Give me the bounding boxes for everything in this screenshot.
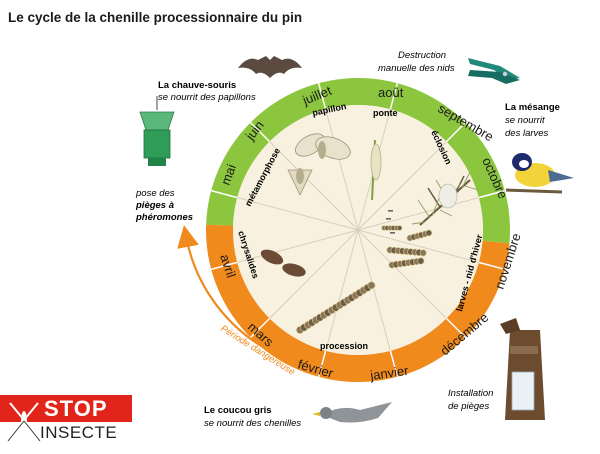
logo-insecte: INSECTE [40,423,118,442]
month-aout: août [378,85,404,100]
caterpillar [296,281,376,334]
month-mai: mai [218,162,239,187]
month-janvier: janvier [368,363,410,383]
caterpillar-segment [419,249,427,257]
caterpillar [381,225,403,231]
note-install-2: de pièges [448,401,489,412]
ring-divider [317,82,327,110]
larva-dash [386,218,391,220]
moth-icon [295,133,351,160]
caterpillar-segment [396,225,403,231]
chrysalis-icon [260,249,306,277]
note-bat-text: se nourrit des papillons [158,92,256,103]
pruning-shears-icon [468,58,520,84]
ring-dividers [210,82,506,378]
caterpillar-segment [367,281,376,290]
ring-orange [206,224,510,383]
spoke [357,229,391,351]
caterpillar [406,229,433,242]
tree-trap-icon [500,318,545,420]
ring-divider [249,317,271,339]
note-install-1: Installation [448,388,493,399]
pheromone-trap-icon [139,96,175,166]
note-bat-title: La chauve-souris [158,80,236,91]
caterpillar [386,246,427,257]
spoke [325,229,359,351]
ring-divider [478,189,506,199]
ring-divider [317,350,327,378]
page-title: Le cycle de la chenille processionnaire … [8,10,303,25]
tit-bird-icon [505,153,574,194]
note-mesange-1: se nourrit [505,115,545,126]
pine-branch-icon [411,171,479,226]
moth-resting-icon [287,168,313,196]
cuckoo-bird-icon [312,402,392,423]
stage-procession: procession [320,341,368,351]
spoke [237,197,359,231]
month-avril: avril [217,252,239,279]
ring-divider [445,317,467,339]
note-pose-1: pose des [135,188,175,199]
spoke [357,141,447,231]
ring-divider [389,350,399,378]
spoke [357,229,447,319]
spoke [325,109,359,231]
spoke [269,229,359,319]
spoke [237,229,359,263]
larva-dash [390,232,395,234]
spoke [269,141,359,231]
note-coucou-title: Le coucou gris [204,405,272,416]
larva-dash [388,210,393,212]
ring-divider [389,82,399,110]
ring-divider [445,121,467,143]
logo-stop: STOP [44,396,108,421]
ring-divider [478,261,506,271]
ring-green [206,78,510,244]
ring-divider [210,261,238,271]
egg-sleeve-icon [370,139,382,201]
note-coucou-text: se nourrit des chenilles [204,418,301,429]
note-mesange-2: des larves [505,128,549,139]
caterpillar-icon [296,210,433,334]
month-spokes [237,109,479,351]
spoke [357,229,479,263]
note-destruction-2: manuelle des nids [378,63,455,74]
mosquito-icon [7,402,41,442]
caterpillar-segment [417,257,425,265]
stop-insecte-logo: STOP INSECTE [0,395,132,447]
month-ring [206,78,510,383]
stage-ponte: ponte [373,108,398,118]
note-pose-2: pièges à [135,200,174,211]
note-destruction-1: Destruction [398,50,446,61]
note-pose-3: phéromones [135,212,193,223]
caterpillar-segment [425,229,433,237]
ring-divider [249,121,271,143]
note-mesange-title: La mésange [505,102,560,113]
caterpillar [388,257,425,269]
spoke [357,197,479,231]
ring-divider [210,189,238,199]
bat-icon [238,56,302,78]
